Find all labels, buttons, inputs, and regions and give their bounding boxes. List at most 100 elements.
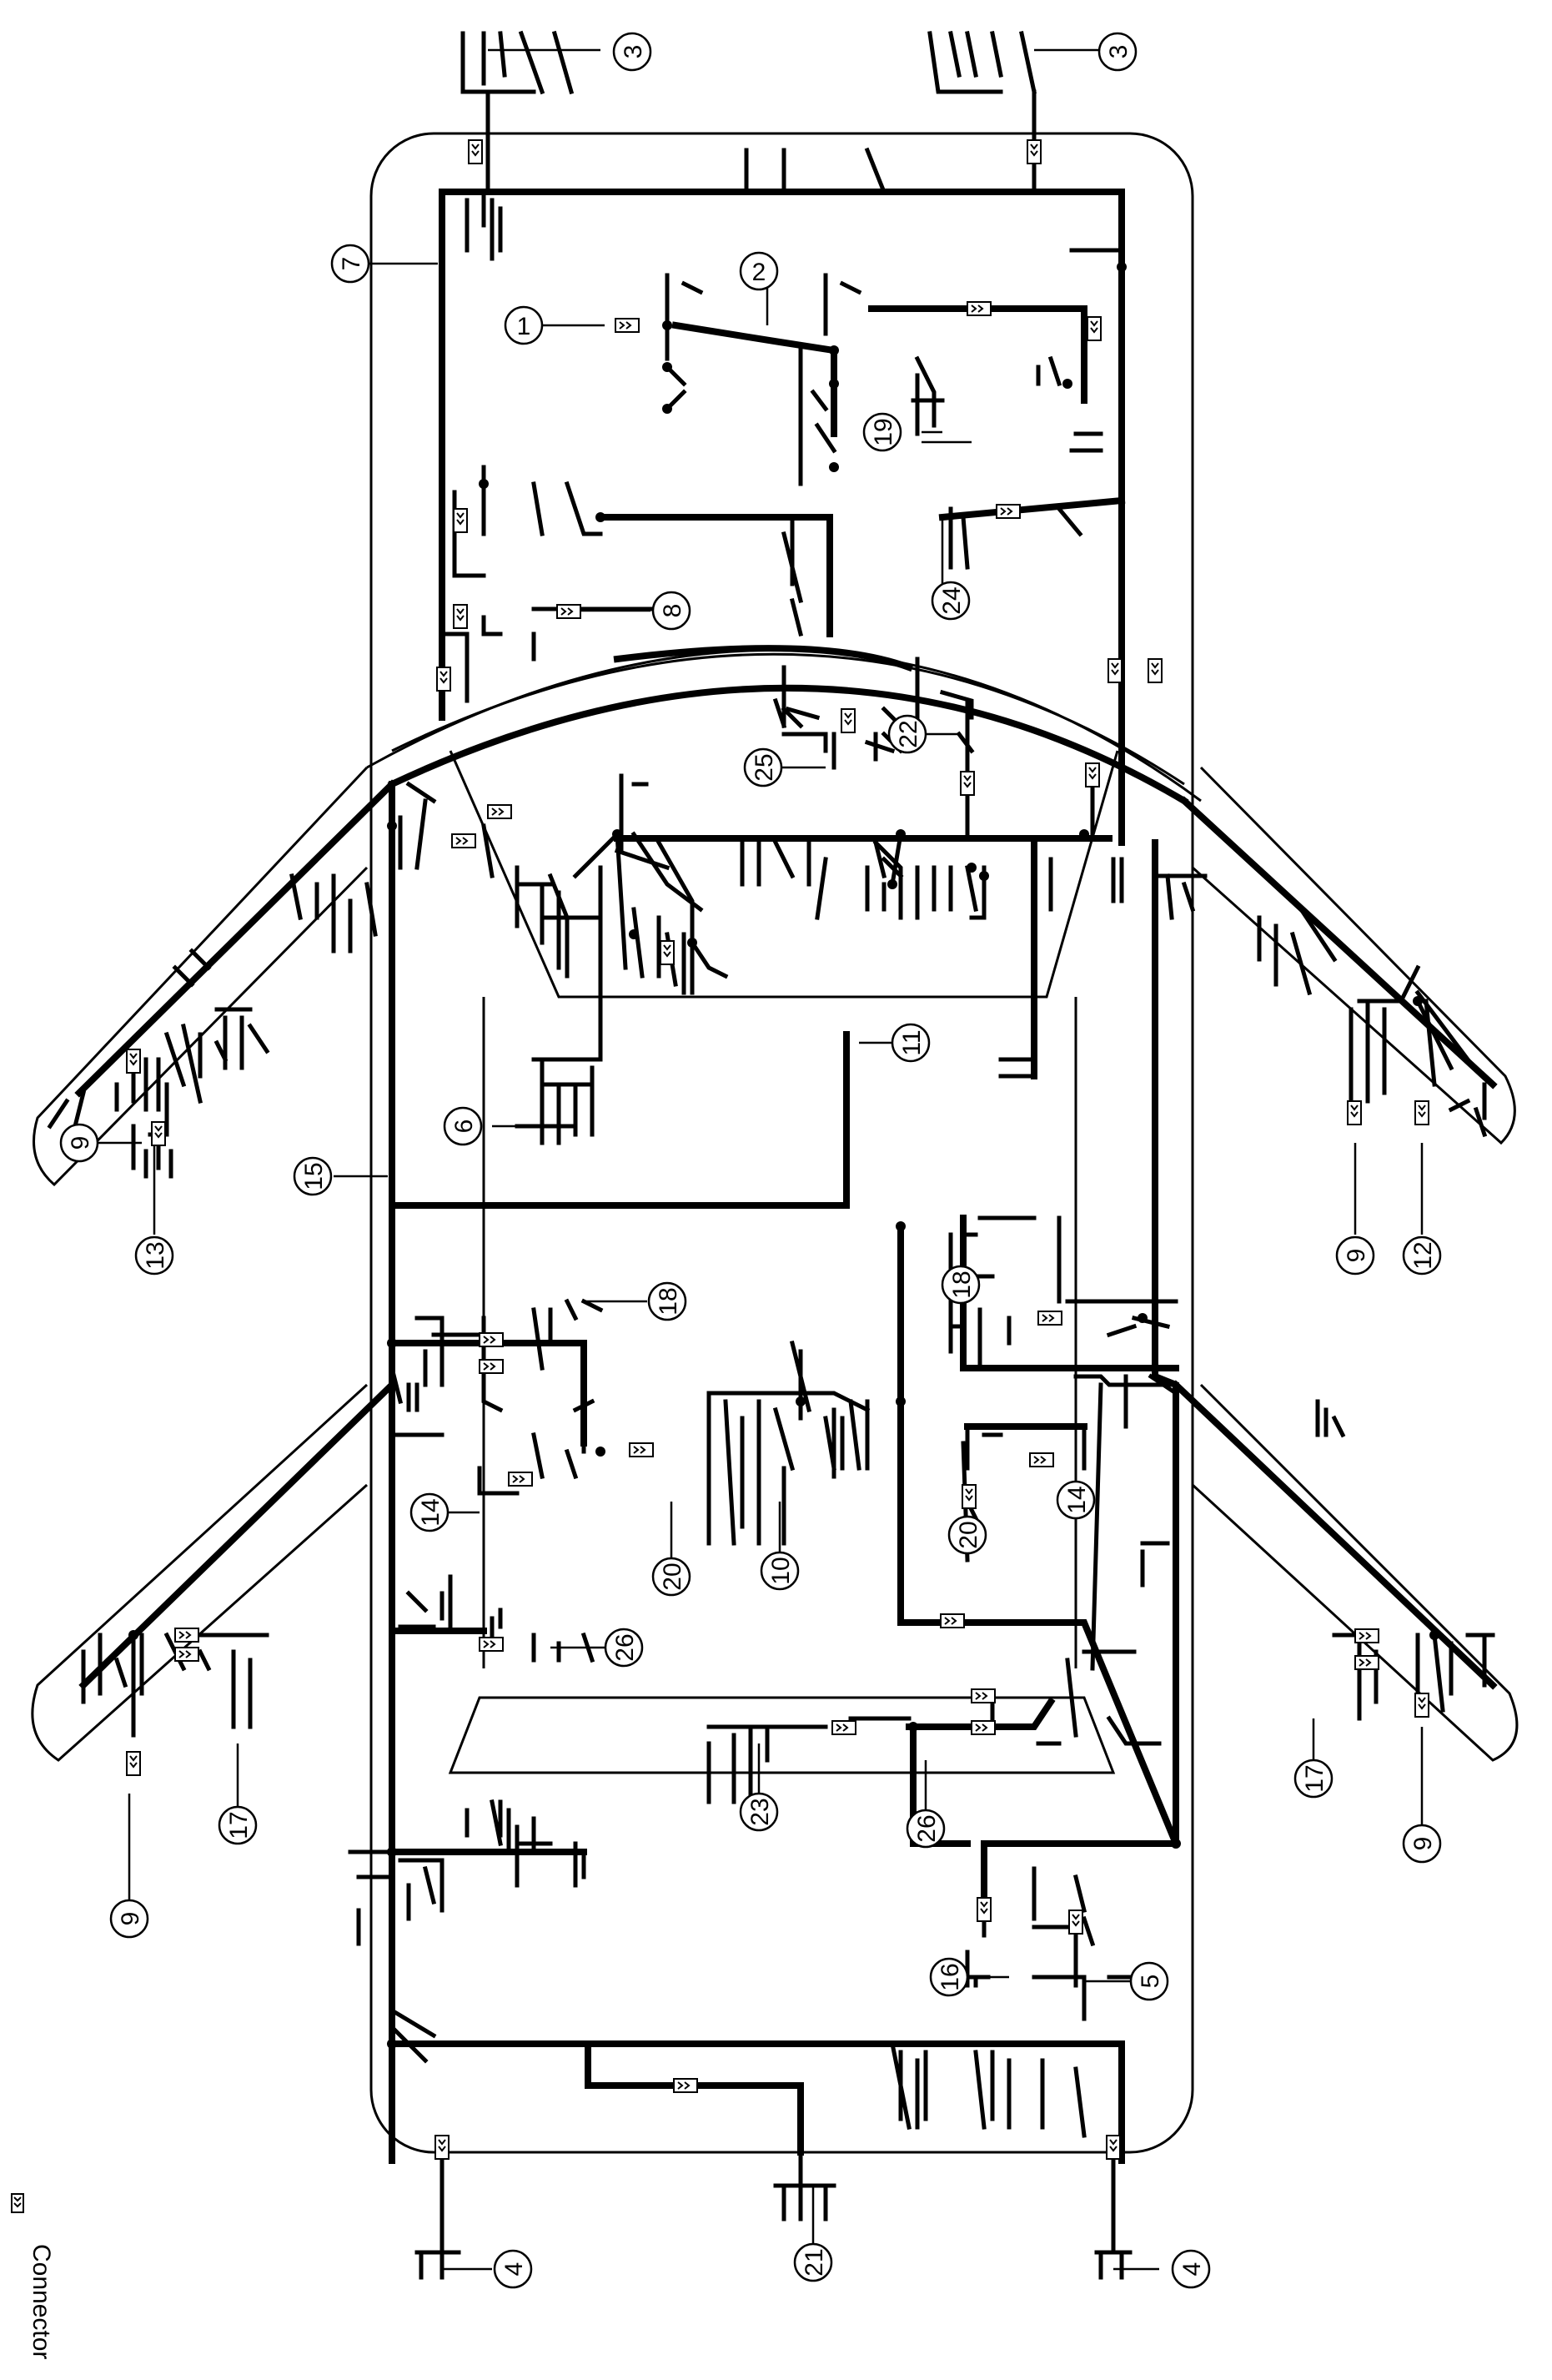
svg-text:2: 2 (752, 259, 766, 286)
svg-text:25: 25 (751, 753, 778, 781)
svg-text:17: 17 (1301, 1764, 1328, 1792)
callout-8: 8 (651, 591, 691, 631)
callout-7: 7 (330, 244, 370, 284)
svg-text:20: 20 (955, 1521, 982, 1548)
callout-26b: 26 (906, 1809, 946, 1849)
connector (977, 1897, 992, 1922)
connector (1414, 1693, 1429, 1718)
callout-25: 25 (743, 747, 783, 787)
svg-text:16: 16 (937, 1963, 964, 1990)
callout-3a: 3 (612, 32, 652, 72)
callout-19: 19 (862, 412, 902, 452)
connector (1029, 1452, 1054, 1467)
connector (487, 804, 512, 819)
legend: Connector (11, 2193, 55, 2359)
svg-text:24: 24 (938, 586, 966, 614)
connector-legend-icon (11, 2193, 24, 2213)
callout-21: 21 (793, 2242, 833, 2282)
svg-text:19: 19 (870, 418, 897, 445)
svg-text:12: 12 (1409, 1241, 1437, 1269)
callout-26a: 26 (604, 1628, 644, 1668)
connector (151, 1121, 166, 1146)
svg-text:9: 9 (67, 1136, 94, 1150)
callout-15: 15 (293, 1156, 333, 1196)
callout-11: 11 (891, 1023, 931, 1063)
svg-text:4: 4 (500, 2262, 528, 2277)
svg-text:13: 13 (142, 1241, 169, 1269)
connector (174, 1628, 199, 1643)
svg-text:8: 8 (659, 604, 686, 618)
connector (436, 667, 451, 692)
callout-4a: 4 (493, 2249, 533, 2289)
connector (673, 2078, 698, 2093)
callout-20a: 20 (651, 1557, 691, 1597)
callout-9a: 9 (59, 1123, 99, 1163)
callout-4b: 4 (1171, 2249, 1211, 2289)
svg-text:9: 9 (1409, 1837, 1437, 1851)
callout-14a: 14 (409, 1492, 450, 1532)
connector (1068, 1910, 1083, 1935)
connector (1107, 658, 1123, 683)
connector (1414, 1100, 1429, 1125)
svg-text:11: 11 (898, 1029, 926, 1055)
callout-10: 10 (760, 1551, 800, 1591)
connector (962, 1484, 977, 1509)
callout-3b: 3 (1097, 32, 1138, 72)
svg-text:4: 4 (1178, 2262, 1206, 2277)
svg-text:23: 23 (746, 1798, 774, 1825)
callout-6: 6 (443, 1106, 483, 1146)
connector (126, 1751, 141, 1776)
svg-text:9: 9 (1343, 1249, 1370, 1263)
svg-text:17: 17 (225, 1811, 253, 1839)
end-wires (143, 30, 1137, 2280)
svg-text:26: 26 (611, 1633, 639, 1661)
connector (1106, 2135, 1121, 2160)
connector (660, 940, 675, 965)
connectors (126, 139, 1429, 2160)
connector (479, 1359, 504, 1374)
callout-9d: 9 (1402, 1824, 1442, 1864)
callout-2: 2 (739, 251, 779, 291)
connector (841, 708, 856, 733)
vehicle-outline (31, 132, 1519, 2154)
connector (556, 604, 581, 619)
callout-1: 1 (504, 305, 544, 345)
callout-24: 24 (931, 581, 971, 621)
connector (1027, 139, 1042, 164)
svg-text:18: 18 (948, 1271, 976, 1298)
callout-17b: 17 (1293, 1759, 1334, 1799)
callout-17a: 17 (218, 1805, 258, 1845)
callout-leaders (96, 48, 1424, 2271)
callout-13: 13 (134, 1235, 174, 1276)
svg-text:26: 26 (913, 1814, 941, 1842)
callout-9b: 9 (1335, 1235, 1375, 1276)
svg-text:18: 18 (655, 1287, 682, 1315)
connector (453, 508, 468, 533)
legend-connector-label: Connector (28, 2244, 55, 2359)
callout-20b: 20 (947, 1515, 987, 1555)
svg-text:6: 6 (450, 1120, 478, 1134)
callout-14b: 14 (1056, 1480, 1096, 1520)
callout-18b: 18 (941, 1265, 981, 1305)
svg-text:3: 3 (1105, 45, 1133, 59)
junction-dots (128, 262, 1439, 2049)
callout-22: 22 (887, 714, 927, 754)
svg-text:22: 22 (895, 720, 922, 747)
connector (1347, 1100, 1362, 1125)
svg-text:10: 10 (767, 1557, 795, 1584)
svg-text:14: 14 (417, 1498, 445, 1526)
svg-text:15: 15 (300, 1162, 328, 1190)
connector (1148, 658, 1163, 683)
connector (629, 1442, 654, 1457)
svg-text:14: 14 (1063, 1486, 1091, 1513)
connector (1354, 1655, 1379, 1670)
connector (468, 139, 483, 164)
svg-text:20: 20 (659, 1562, 686, 1590)
callout-16: 16 (929, 1957, 969, 1997)
connector (996, 504, 1021, 519)
connector (1085, 762, 1100, 787)
callout-18a: 18 (647, 1281, 687, 1321)
connector (479, 1332, 504, 1347)
callout-23: 23 (739, 1792, 779, 1832)
